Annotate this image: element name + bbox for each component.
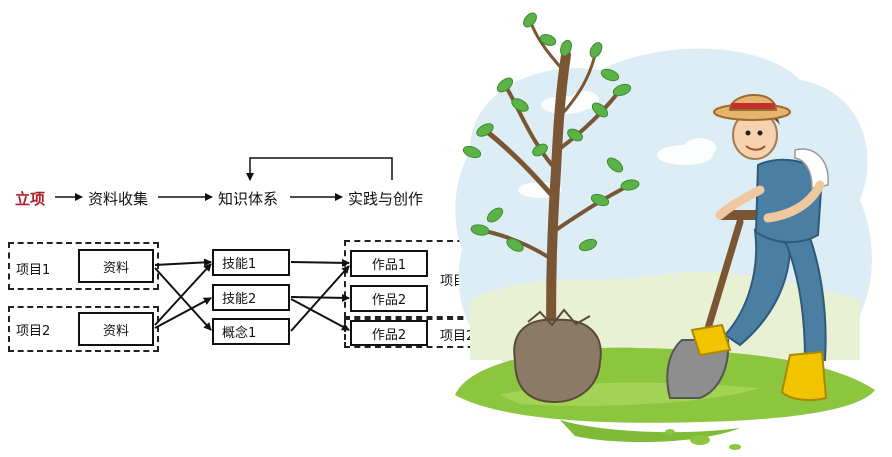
work-node-1-label: 作品1 <box>371 258 407 273</box>
work-node-2b-label: 作品2 <box>371 327 407 343</box>
project2-label: 项目2 <box>16 324 51 339</box>
grass-shadow <box>560 420 740 443</box>
shovel-grip <box>718 210 770 220</box>
edge-skill2-work2a <box>290 293 350 302</box>
work-node-2a-label: 作品2 <box>371 293 407 308</box>
project2b-label: 项目2 <box>440 329 475 344</box>
work-node-2b: 作品2 <box>350 320 428 346</box>
gardener <box>690 94 829 401</box>
edge-res1-concept1 <box>154 267 212 331</box>
edge-res1-skill1 <box>154 258 212 267</box>
edge-skill1-work1 <box>290 258 350 267</box>
flow-step-knowledge: 知识体系 <box>218 190 279 208</box>
flow-step-collect: 资料收集 <box>88 190 149 208</box>
flow-start-label: 立项 <box>15 190 46 208</box>
grass-splash <box>665 429 741 450</box>
project1-label: 项目1 <box>16 263 51 278</box>
skill-node-2: 技能2 <box>212 284 290 311</box>
project3-label: 项目3 <box>440 274 475 289</box>
resource-node-1: 资料 <box>78 249 154 283</box>
concept-node-1: 概念1 <box>212 318 290 345</box>
sky-background <box>455 48 872 388</box>
root-ball-sack <box>513 318 602 404</box>
shovel-handle <box>702 218 744 339</box>
flow-step-practice: 实践与创作 <box>348 190 424 208</box>
shovel-blade <box>666 339 730 399</box>
tree <box>478 18 632 365</box>
distant-hills <box>470 271 860 360</box>
tree-leaves <box>462 12 640 252</box>
resource-node-2-label: 资料 <box>102 323 129 339</box>
grass-highlight <box>500 382 760 407</box>
cloud-shape <box>518 91 716 198</box>
resource-node-2: 资料 <box>78 312 154 346</box>
edge-concept1-work1 <box>290 265 350 332</box>
skill-node-1: 技能1 <box>212 249 290 276</box>
concept-node-1-label: 概念1 <box>222 326 257 341</box>
work-node-1: 作品1 <box>350 250 428 277</box>
edge-skill2-work2b <box>290 298 350 331</box>
work-node-2a: 作品2 <box>350 285 428 312</box>
skill-node-1-label: 技能1 <box>222 257 257 272</box>
edge-res2-skill1 <box>154 263 212 326</box>
edge-res2-skill2 <box>154 297 212 329</box>
resource-node-1-label: 资料 <box>102 260 129 276</box>
grass-mound <box>455 347 875 423</box>
feedback-arrow <box>246 157 393 181</box>
skill-node-2-label: 技能2 <box>222 292 257 307</box>
